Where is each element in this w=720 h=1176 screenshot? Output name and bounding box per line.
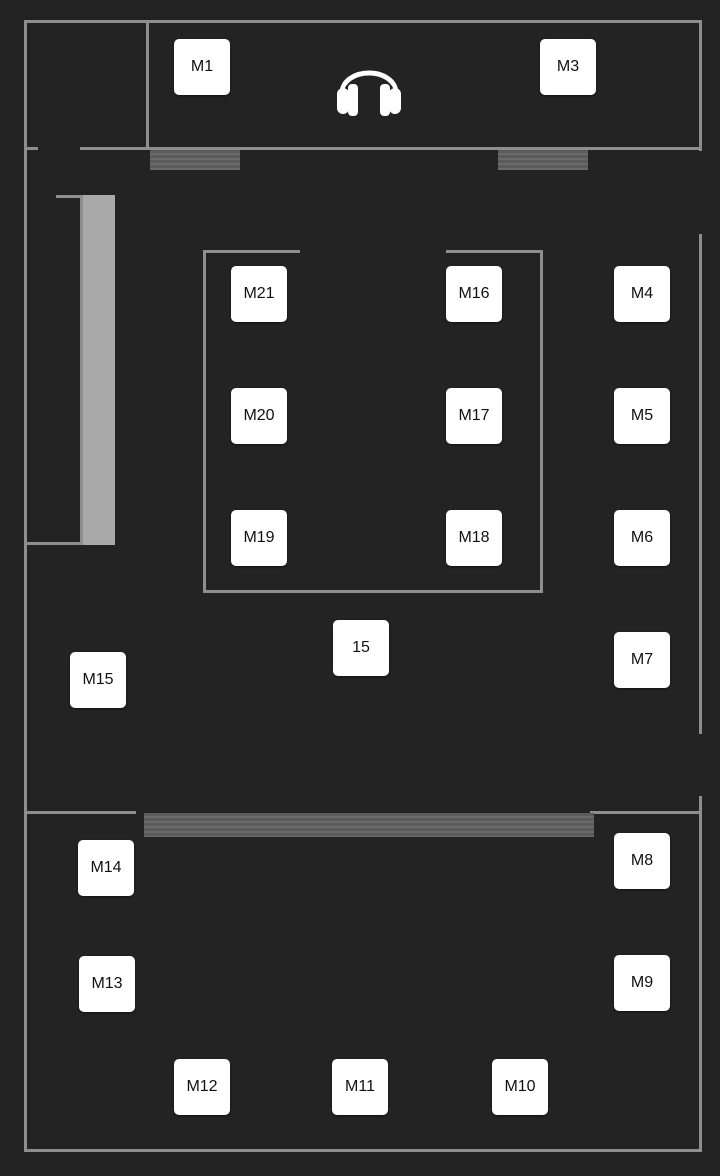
booth-m7[interactable]: M7 — [614, 632, 670, 688]
booth-m21[interactable]: M21 — [231, 266, 287, 322]
outer-wall-right-bottom — [699, 796, 702, 1152]
booth-m18[interactable]: M18 — [446, 510, 502, 566]
bar-room-inner-wall — [80, 195, 83, 545]
booth-m19[interactable]: M19 — [231, 510, 287, 566]
stairs-top-left — [150, 150, 240, 170]
bar-room-top-wall — [56, 195, 84, 198]
center-room-bottom — [203, 590, 543, 593]
stairs-top-right — [498, 150, 588, 170]
booth-15[interactable]: 15 — [333, 620, 389, 676]
booth-m14[interactable]: M14 — [78, 840, 134, 896]
booth-m9[interactable]: M9 — [614, 955, 670, 1011]
booth-m5[interactable]: M5 — [614, 388, 670, 444]
booth-m12[interactable]: M12 — [174, 1059, 230, 1115]
booth-m17[interactable]: M17 — [446, 388, 502, 444]
audio-room-divider — [146, 20, 149, 150]
booth-m15[interactable]: M15 — [70, 652, 126, 708]
center-room-top-left — [203, 250, 300, 253]
booth-m6[interactable]: M6 — [614, 510, 670, 566]
booth-m20[interactable]: M20 — [231, 388, 287, 444]
stairs-lower — [144, 813, 594, 837]
booth-m1[interactable]: M1 — [174, 39, 230, 95]
center-room-right — [540, 250, 543, 593]
center-room-top-right — [446, 250, 543, 253]
booth-m10[interactable]: M10 — [492, 1059, 548, 1115]
bar-room-bottom-wall — [24, 542, 84, 545]
bar-counter — [83, 195, 115, 545]
outer-wall-right-top — [699, 20, 702, 151]
lower-room-top-wall-b — [590, 811, 702, 814]
lower-room-top-wall-a — [24, 811, 136, 814]
booth-m8[interactable]: M8 — [614, 833, 670, 889]
booth-m4[interactable]: M4 — [614, 266, 670, 322]
center-room-left — [203, 250, 206, 593]
outer-wall-top — [24, 20, 702, 23]
booth-m16[interactable]: M16 — [446, 266, 502, 322]
outer-wall-bottom — [24, 1149, 702, 1152]
audio-room-bottom-wall-b — [80, 147, 702, 150]
booth-m13[interactable]: M13 — [79, 956, 135, 1012]
booth-m11[interactable]: M11 — [332, 1059, 388, 1115]
booth-m3[interactable]: M3 — [540, 39, 596, 95]
outer-wall-left — [24, 20, 27, 1152]
audio-room-bottom-wall-a — [24, 147, 38, 150]
outer-wall-right-mid — [699, 234, 702, 734]
headphones-icon — [337, 70, 401, 116]
